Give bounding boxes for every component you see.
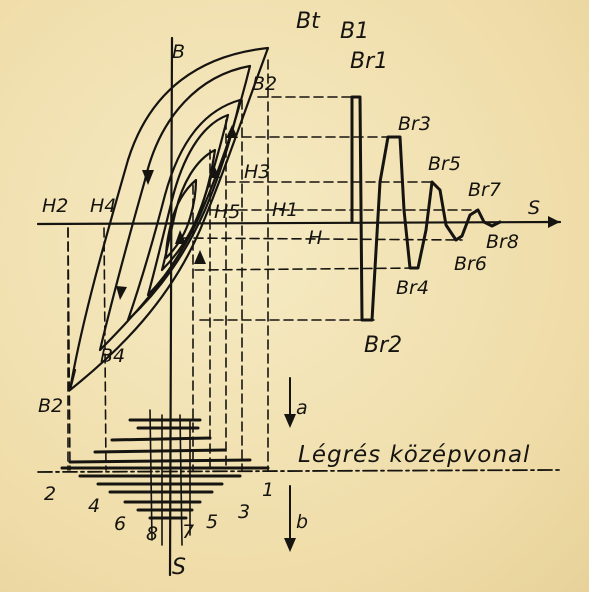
label-b4: B4 — [100, 345, 125, 367]
label-br1: Br1 — [350, 49, 388, 74]
airgap-centerline — [37, 469, 561, 473]
label-b: b — [296, 511, 308, 533]
oscillation-trace — [350, 95, 502, 322]
label-h5: H5 — [214, 201, 240, 223]
decaying-oscillation — [350, 95, 502, 322]
b2-tail — [68, 368, 77, 392]
label-n4: 4 — [88, 495, 100, 517]
axes — [36, 36, 562, 577]
horizontal-h-axis — [36, 220, 562, 226]
loop-inner — [164, 178, 198, 260]
loop-3 — [126, 98, 242, 322]
label-n8: 8 — [146, 523, 158, 545]
coil-bars — [60, 418, 270, 520]
hysteresis-loops — [68, 46, 270, 392]
label-s-right: S — [528, 197, 540, 219]
label-n5: 5 — [206, 511, 218, 533]
direction-arrows — [284, 377, 296, 552]
label-n3: 3 — [238, 501, 250, 523]
label-h2: H2 — [42, 195, 68, 217]
label-n1: 1 — [262, 479, 274, 501]
label-br8: Br8 — [486, 231, 519, 253]
label-br6: Br6 — [454, 253, 487, 275]
label-n2: 2 — [44, 483, 56, 505]
label-br2: Br2 — [364, 333, 402, 358]
label-bt: Bt — [296, 9, 321, 34]
label-s-bottom: S — [172, 555, 186, 580]
label-n6: 6 — [114, 513, 126, 535]
label-br3: Br3 — [398, 113, 431, 135]
label-br7: Br7 — [468, 179, 501, 201]
label-n7: 7 — [182, 521, 194, 543]
label-br5: Br5 — [428, 153, 461, 175]
label-a: a — [296, 397, 308, 419]
label-h4: H4 — [90, 195, 116, 217]
airgap-caption: Légrés középvonal — [298, 442, 530, 468]
loop-5 — [160, 148, 217, 272]
label-b-axis: B — [172, 41, 185, 63]
label-h: H — [308, 227, 322, 249]
label-b2-top: B2 — [252, 73, 277, 95]
coil-spines — [149, 409, 191, 546]
label-b2-bottom: B2 — [38, 395, 63, 417]
label-h3: H3 — [244, 161, 270, 183]
label-br4: Br4 — [396, 277, 429, 299]
label-h1: H1 — [272, 199, 298, 221]
label-b1: B1 — [340, 19, 369, 44]
s-arrowhead — [548, 216, 560, 228]
loop-arrows — [116, 125, 238, 300]
